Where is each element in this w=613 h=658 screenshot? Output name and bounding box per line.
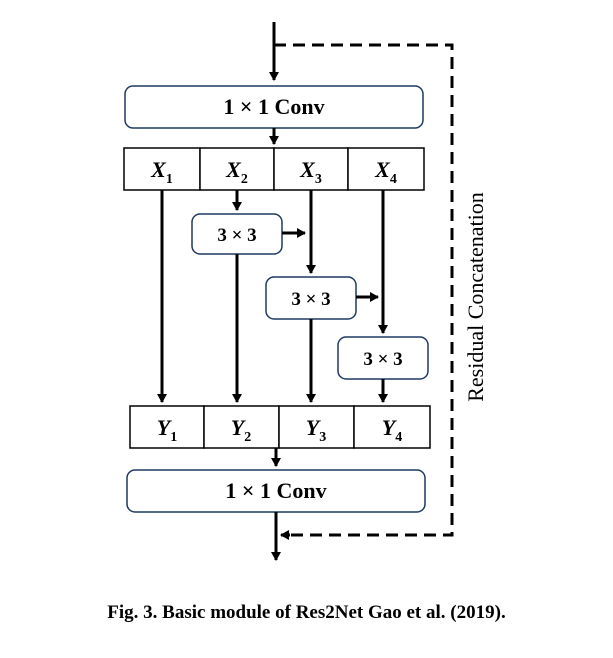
x-cell-4 — [347, 147, 425, 191]
x1-label: X1 — [150, 157, 173, 187]
x4-label: X4 — [374, 157, 397, 187]
y-cell-3 — [278, 405, 355, 449]
x-cell-1 — [123, 147, 201, 191]
y-cell-1 — [129, 405, 205, 449]
conv3-label-2: 3 × 3 — [291, 289, 330, 310]
conv-bottom-label: 1 × 1 Conv — [225, 478, 326, 503]
x-row: X1 X2 X3 X4 — [123, 147, 425, 191]
conv3-label-1: 3 × 3 — [217, 225, 256, 246]
y3-label: Y3 — [306, 415, 326, 445]
residual-dashed-path — [274, 43, 454, 537]
x2-label: X2 — [225, 157, 248, 187]
y-cell-4 — [353, 405, 431, 449]
res2net-diagram: 1 × 1 Conv X1 X2 X3 X4 3 × 3 3 × 3 3 × 3… — [123, 22, 488, 561]
y4-label: Y4 — [382, 415, 402, 445]
residual-concatenation-label: Residual Concatenation — [463, 192, 488, 402]
conv-top-label: 1 × 1 Conv — [223, 94, 324, 119]
x-cell-3 — [273, 147, 349, 191]
figure-caption: Fig. 3. Basic module of Res2Net Gao et a… — [107, 602, 506, 623]
conv3-label-3: 3 × 3 — [363, 349, 402, 370]
y-row: Y1 Y2 Y3 Y4 — [129, 405, 431, 449]
x3-label: X3 — [299, 157, 322, 187]
y2-label: Y2 — [231, 415, 251, 445]
y1-label: Y1 — [157, 415, 177, 445]
